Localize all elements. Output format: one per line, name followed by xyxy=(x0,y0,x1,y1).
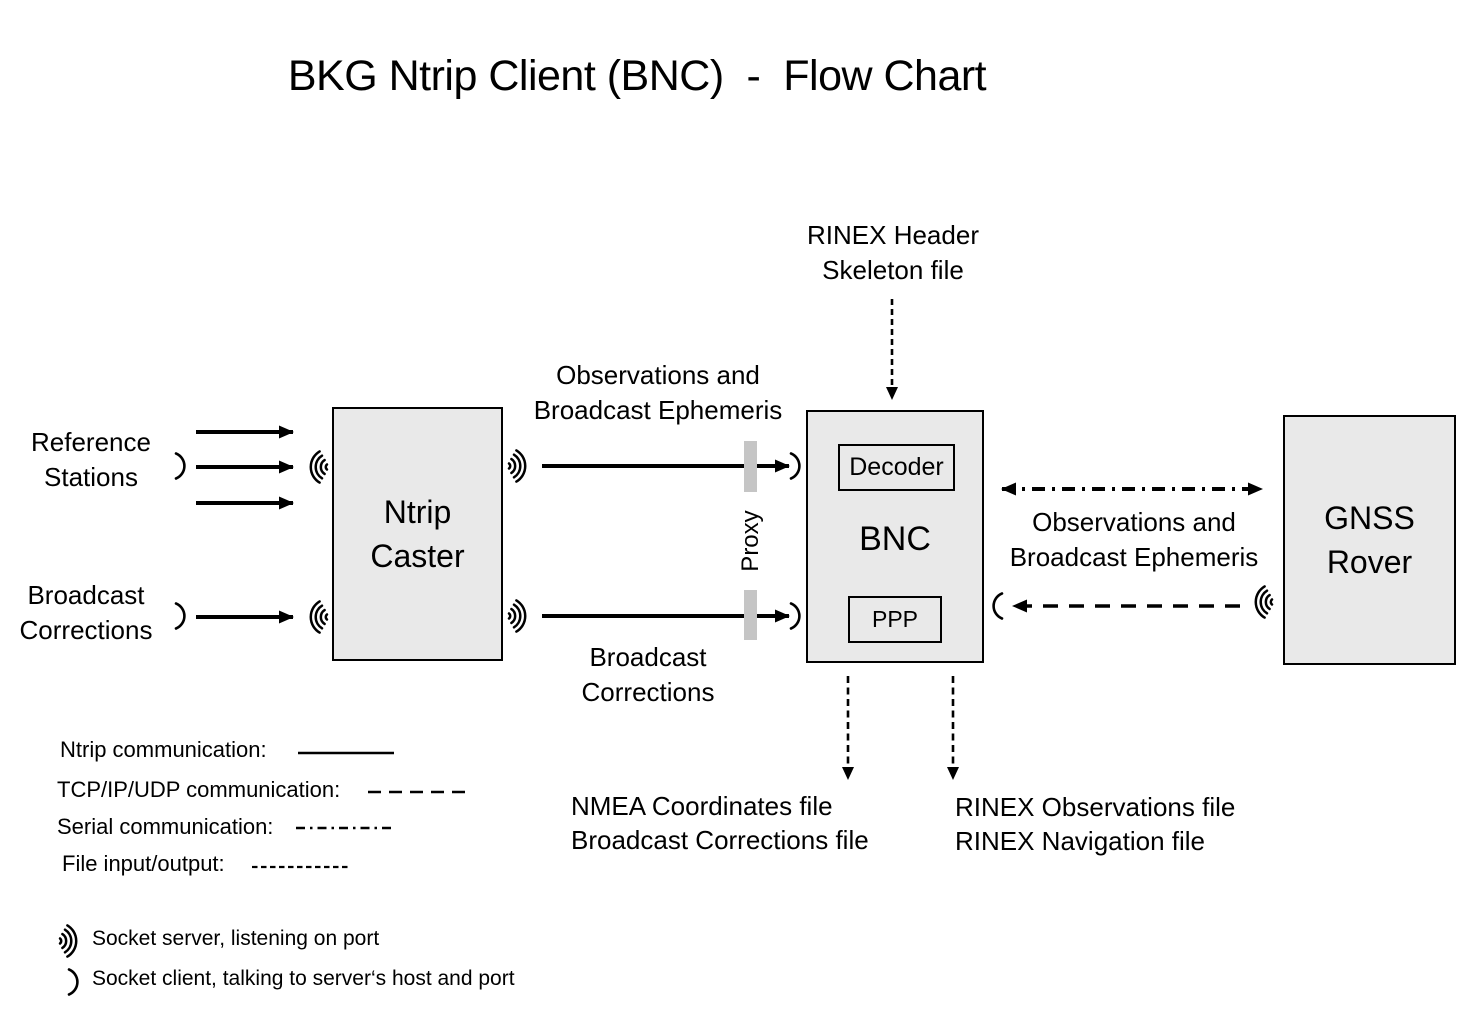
page-title: BKG Ntrip Client (BNC) - Flow Chart xyxy=(287,52,987,100)
label-observations-ephemeris-left: Observations and Broadcast Ephemeris xyxy=(532,358,784,428)
broadcast-corrections-mid-line1: Broadcast xyxy=(589,642,707,672)
ntrip-caster-label-line1: Ntrip xyxy=(383,494,452,530)
broadcast-corrections-file: Broadcast Corrections file xyxy=(571,825,869,855)
rinex-header-line2: Skeleton file xyxy=(822,255,964,285)
socket-server-icon xyxy=(309,450,329,484)
reference-stations-line1: Reference xyxy=(31,427,151,457)
node-ntrip-caster: Ntrip Caster xyxy=(332,407,503,661)
nmea-coordinates-file: NMEA Coordinates file xyxy=(571,791,833,821)
decoder-label: Decoder xyxy=(849,453,944,481)
proxy-bar-bottom xyxy=(744,590,757,640)
obs-ephemeris-left-line2: Broadcast Ephemeris xyxy=(533,395,783,425)
legend-tcp-communication: TCP/IP/UDP communication: xyxy=(57,777,341,802)
legend-ntrip-communication: Ntrip communication: xyxy=(60,737,267,762)
node-decoder: Decoder xyxy=(838,444,955,491)
socket-server-icon xyxy=(309,600,329,634)
rinex-header-line1: RINEX Header xyxy=(807,220,979,250)
label-broadcast-corrections-mid: Broadcast Corrections xyxy=(572,640,724,710)
label-output-files-right: RINEX Observations file RINEX Navigation… xyxy=(955,790,1235,858)
broadcast-corrections-line2: Corrections xyxy=(19,615,153,645)
socket-client-icon xyxy=(174,602,186,630)
broadcast-corrections-mid-line2: Corrections xyxy=(581,677,715,707)
obs-ephemeris-left-line1: Observations and xyxy=(556,360,760,390)
socket-server-icon xyxy=(507,599,527,633)
legend-socket-client: Socket client, talking to server‘s host … xyxy=(92,967,515,990)
broadcast-corrections-line1: Broadcast xyxy=(27,580,145,610)
socket-client-icon xyxy=(174,452,186,480)
reference-stations-line2: Stations xyxy=(44,462,138,492)
socket-server-icon xyxy=(507,449,527,483)
legend-socket-server: Socket server, listening on port xyxy=(92,927,380,950)
socket-server-legend-icon xyxy=(58,924,78,958)
socket-client-legend-icon xyxy=(67,968,79,996)
proxy-bar-top xyxy=(744,441,757,492)
node-bnc: Decoder BNC PPP xyxy=(806,410,984,663)
label-output-files-left: NMEA Coordinates file Broadcast Correcti… xyxy=(571,789,869,857)
rinex-observations-file: RINEX Observations file xyxy=(955,792,1236,822)
label-broadcast-corrections-input: Broadcast Corrections xyxy=(0,578,172,648)
socket-client-icon xyxy=(992,592,1004,620)
node-gnss-rover: GNSS Rover xyxy=(1283,415,1456,665)
legend-serial-communication: Serial communication: xyxy=(57,814,274,839)
node-ppp: PPP xyxy=(848,596,942,643)
bnc-label: BNC xyxy=(859,520,931,558)
socket-server-icon xyxy=(1254,585,1274,619)
label-reference-stations: Reference Stations xyxy=(5,425,177,495)
gnss-rover-label-line2: Rover xyxy=(1326,544,1413,580)
socket-client-icon xyxy=(789,452,801,480)
obs-ephemeris-right-line1: Observations and xyxy=(1032,507,1236,537)
legend-file-io: File input/output: xyxy=(62,851,225,876)
ntrip-caster-label-line2: Caster xyxy=(370,538,465,574)
label-proxy: Proxy xyxy=(737,510,764,572)
ppp-label: PPP xyxy=(871,606,919,632)
socket-client-icon xyxy=(789,602,801,630)
obs-ephemeris-right-line2: Broadcast Ephemeris xyxy=(1009,542,1259,572)
gnss-rover-label-line1: GNSS xyxy=(1324,500,1415,536)
label-rinex-header-skeleton: RINEX Header Skeleton file xyxy=(792,218,994,288)
label-observations-ephemeris-right: Observations and Broadcast Ephemeris xyxy=(1007,505,1261,575)
rinex-navigation-file: RINEX Navigation file xyxy=(955,826,1205,856)
